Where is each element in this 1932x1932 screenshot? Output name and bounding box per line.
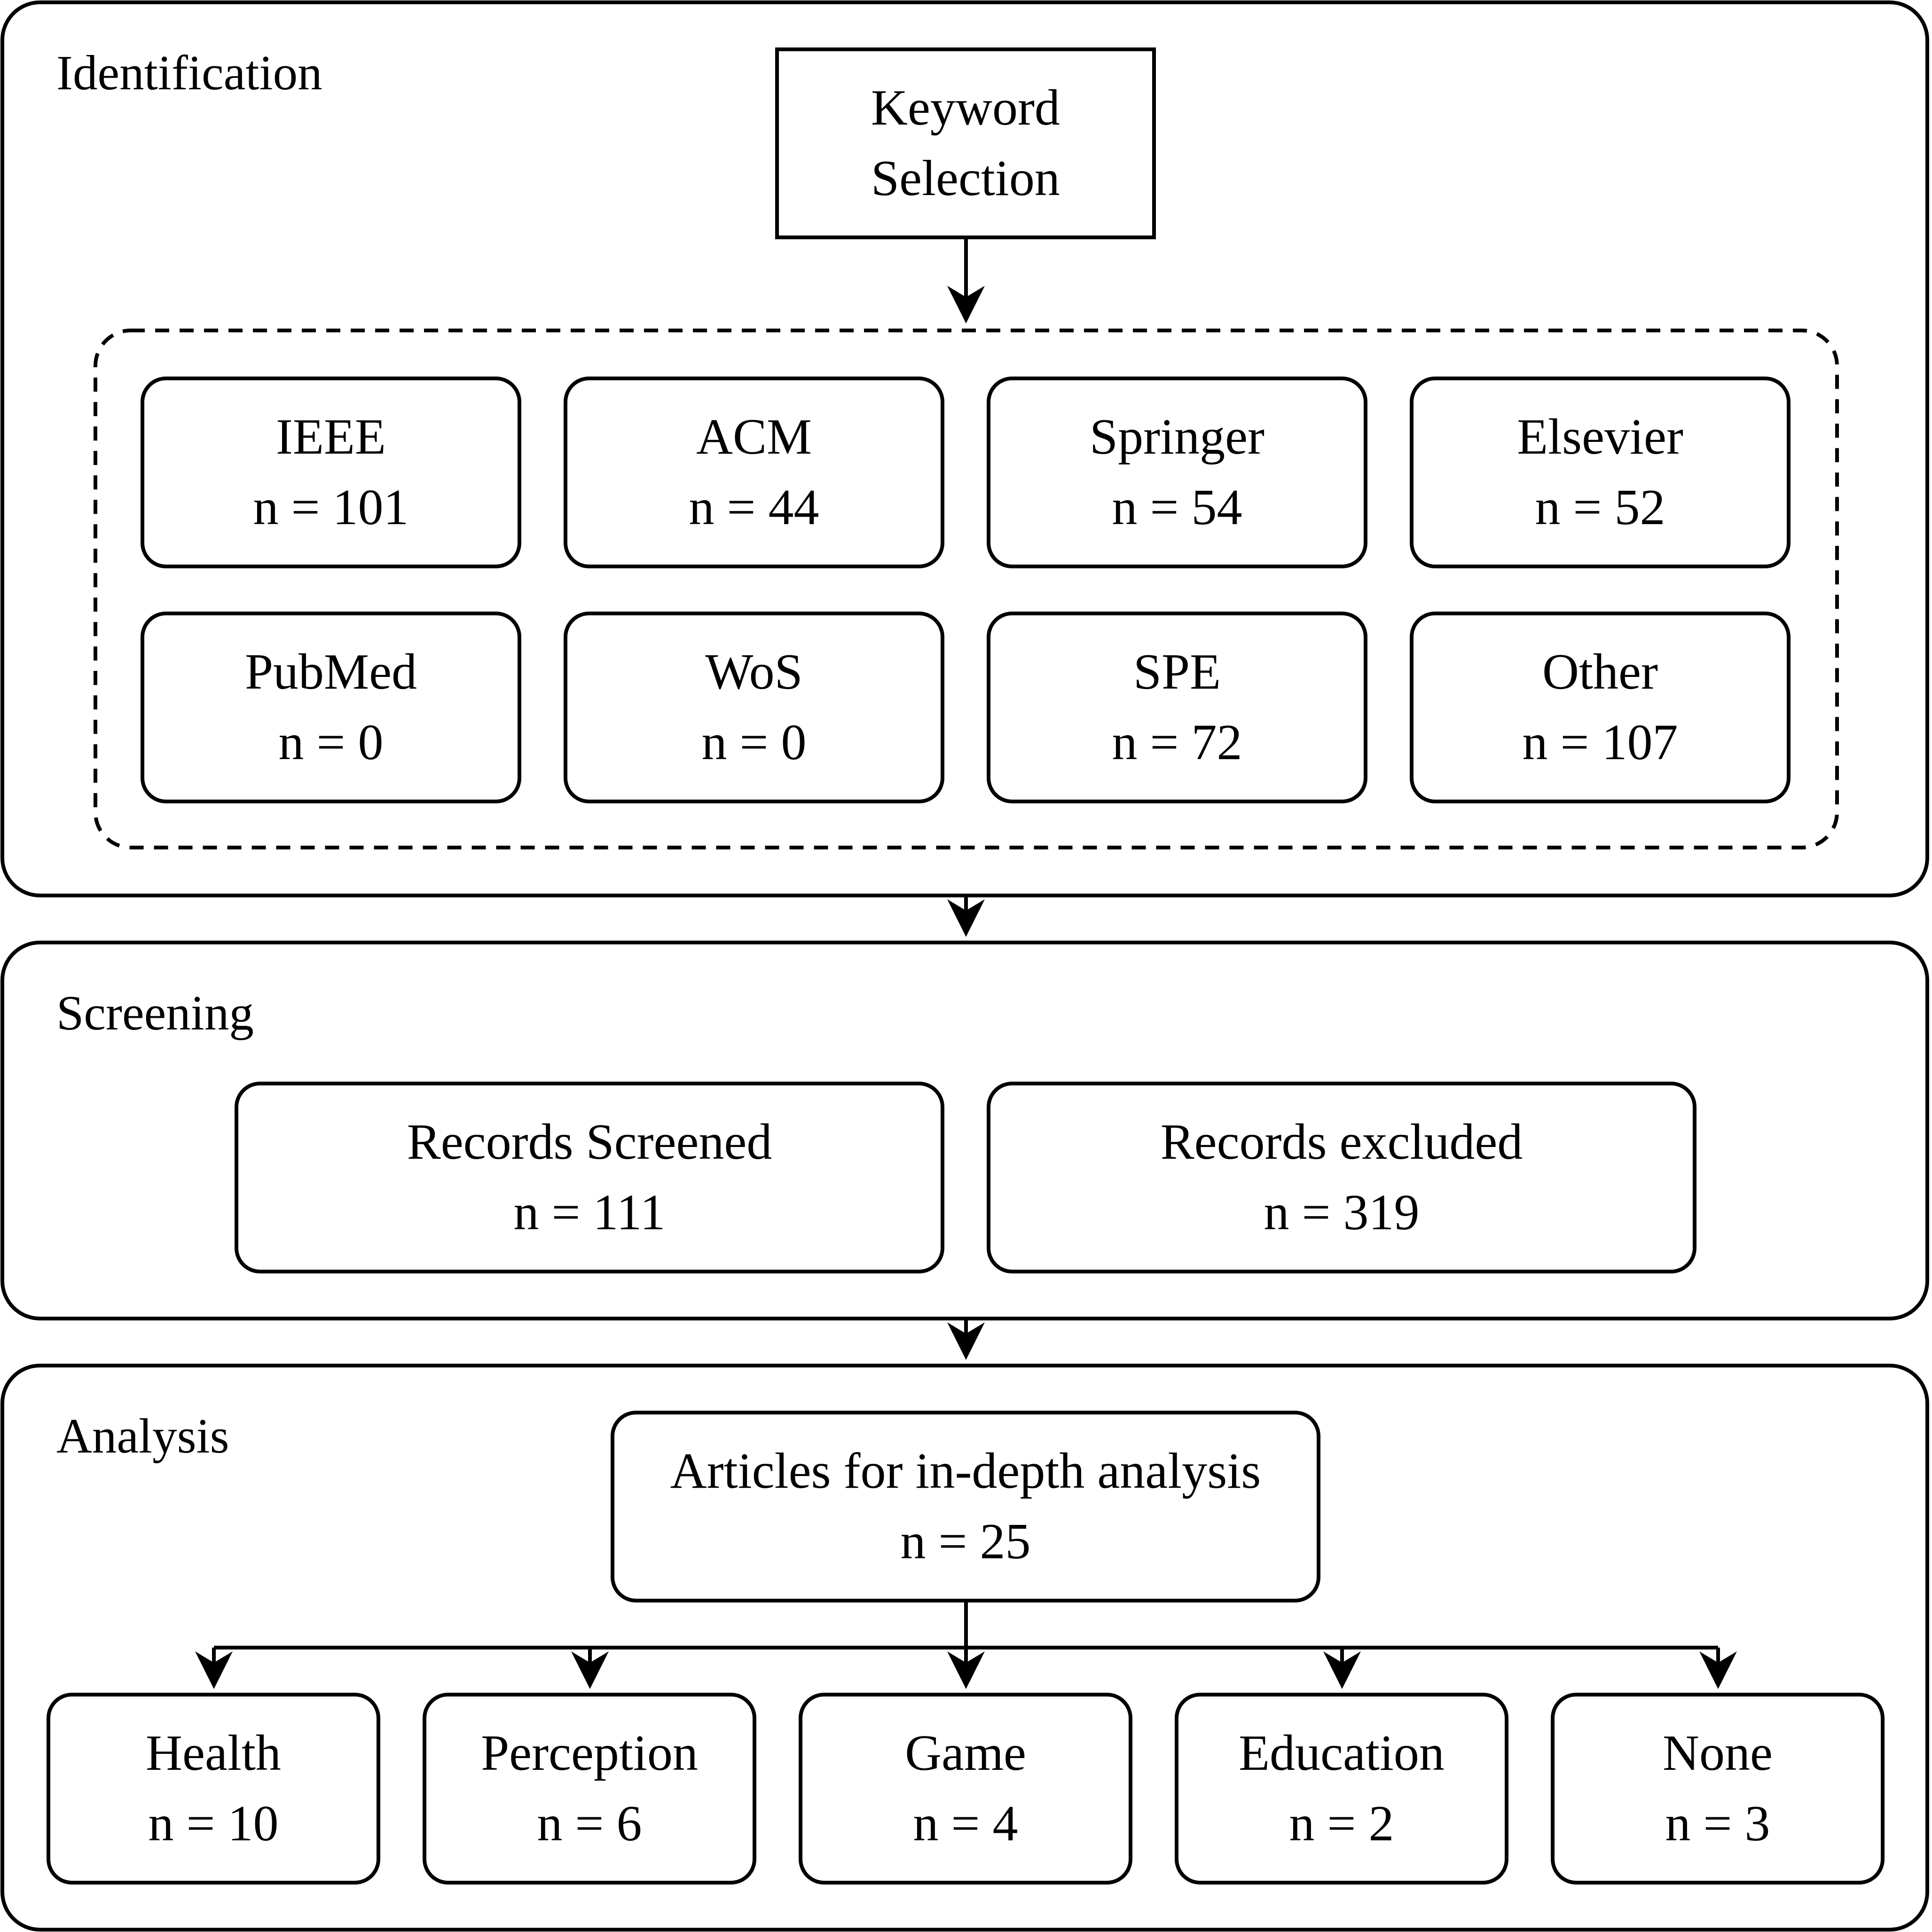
source-box-wos: WoS n = 0 [564, 612, 944, 803]
source-count: n = 101 [253, 479, 409, 535]
category-connectors [195, 1601, 1737, 1689]
articles-analysis-count: n = 25 [901, 1514, 1031, 1570]
category-box-none: None n = 3 [1551, 1693, 1885, 1885]
keyword-selection-line2: Selection [871, 150, 1060, 206]
category-box-education: Education n = 2 [1175, 1693, 1508, 1885]
source-box-elsevier: Elsevier n = 52 [1410, 377, 1791, 568]
category-name: None [1663, 1725, 1773, 1781]
source-name: ACM [696, 409, 812, 465]
source-name: WoS [705, 644, 802, 700]
source-box-spe: SPE n = 72 [987, 612, 1367, 803]
source-count: n = 107 [1523, 715, 1678, 770]
source-box-pubmed: PubMed n = 0 [141, 612, 521, 803]
identification-section: Identification Keyword Selection IEEE n … [0, 0, 1929, 897]
source-count: n = 52 [1535, 479, 1665, 535]
source-count: n = 54 [1112, 479, 1242, 535]
screening-section: Screening Records Screened n = 111 Recor… [0, 941, 1929, 1320]
analysis-frame [0, 1364, 1929, 1932]
category-box-game: Game n = 4 [799, 1693, 1132, 1885]
category-count: n = 6 [537, 1796, 642, 1852]
category-box-perception: Perception n = 6 [423, 1693, 756, 1885]
screening-frame [0, 941, 1929, 1320]
analysis-section: Analysis Articles for in-depth analysis … [0, 1364, 1929, 1932]
identification-label: Identification [56, 45, 322, 100]
records-excluded-count: n = 319 [1264, 1185, 1420, 1241]
source-name: PubMed [245, 644, 417, 700]
screening-label: Screening [56, 985, 254, 1040]
records-screened-count: n = 111 [514, 1185, 666, 1241]
articles-analysis-name: Articles for in-depth analysis [670, 1443, 1261, 1499]
source-box-acm: ACM n = 44 [564, 377, 944, 568]
source-count: n = 72 [1112, 715, 1242, 770]
keyword-selection-box: Keyword Selection [775, 47, 1156, 239]
category-name: Perception [481, 1725, 698, 1781]
source-name: IEEE [276, 409, 386, 465]
records-screened-box: Records Screened n = 111 [235, 1082, 944, 1273]
category-count: n = 2 [1289, 1796, 1394, 1852]
source-box-ieee: IEEE n = 101 [141, 377, 521, 568]
category-name: Game [905, 1725, 1026, 1781]
category-count: n = 10 [149, 1796, 279, 1852]
source-box-other: Other n = 107 [1410, 612, 1791, 803]
category-name: Education [1239, 1725, 1445, 1781]
source-name: Elsevier [1517, 409, 1683, 465]
source-count: n = 0 [279, 715, 384, 770]
keyword-selection-line1: Keyword [871, 80, 1060, 136]
source-name: Other [1542, 644, 1658, 700]
source-count: n = 0 [702, 715, 807, 770]
source-name: Springer [1090, 409, 1264, 465]
sources-container [94, 329, 1839, 849]
records-screened-name: Records Screened [407, 1114, 772, 1170]
source-count: n = 44 [689, 479, 819, 535]
records-excluded-name: Records excluded [1161, 1114, 1523, 1170]
source-box-springer: Springer n = 54 [987, 377, 1367, 568]
category-box-health: Health n = 10 [47, 1693, 380, 1885]
category-count: n = 4 [913, 1796, 1018, 1852]
source-name: SPE [1133, 644, 1221, 700]
records-excluded-box: Records excluded n = 319 [987, 1082, 1696, 1273]
category-count: n = 3 [1665, 1796, 1770, 1852]
analysis-label: Analysis [56, 1408, 229, 1463]
category-name: Health [146, 1725, 281, 1781]
articles-analysis-box: Articles for in-depth analysis n = 25 [611, 1411, 1320, 1602]
